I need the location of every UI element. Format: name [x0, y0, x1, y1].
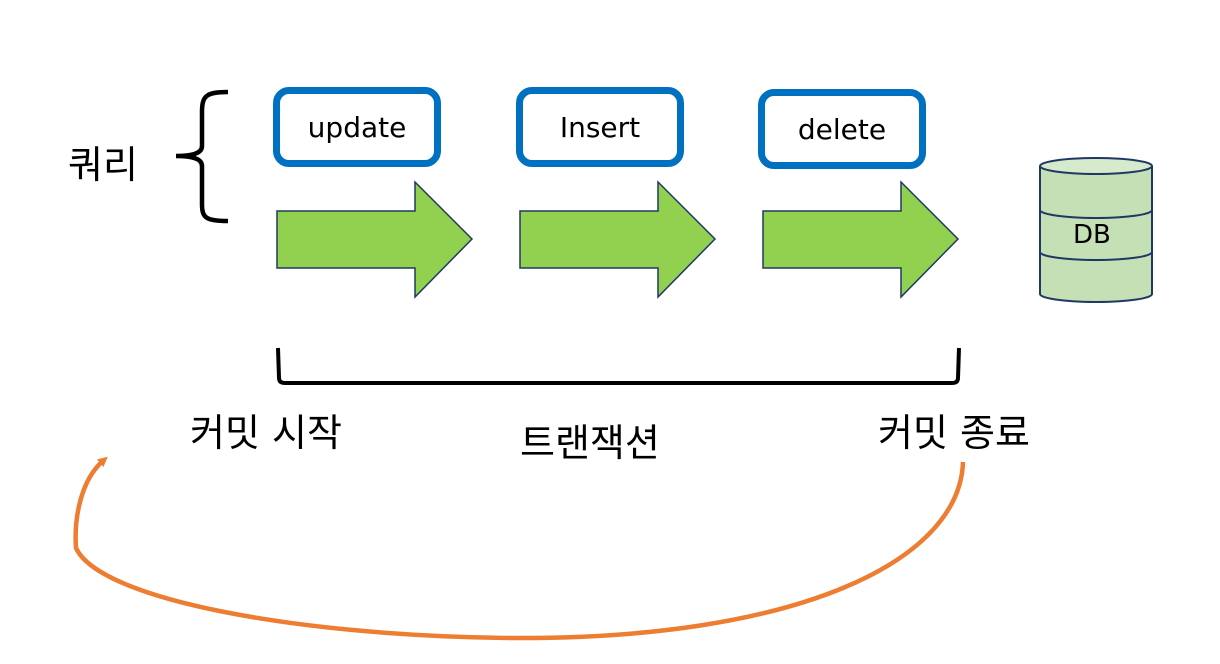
query-box-insert: Insert	[516, 87, 684, 167]
commit-loop-arrow	[73, 456, 966, 641]
commit-start-label: 커밋 시작	[190, 411, 342, 455]
query-box-label: update	[307, 110, 407, 144]
transaction-label: 트랜잭션	[520, 421, 660, 465]
query-label: 쿼리	[68, 143, 138, 187]
query-box-label: delete	[797, 112, 887, 146]
transaction-bracket	[276, 347, 961, 385]
commit-end-label: 커밋 종료	[878, 411, 1030, 455]
query-box-update: update	[273, 87, 441, 167]
flow-arrow-1	[276, 180, 474, 299]
query-brace	[175, 89, 229, 224]
flow-arrow-3	[762, 180, 960, 299]
query-box-label: Insert	[559, 110, 641, 144]
database-label: DB	[1073, 220, 1111, 250]
database-icon	[1039, 157, 1153, 303]
query-box-delete: delete	[758, 89, 926, 169]
flow-arrow-2	[519, 180, 717, 299]
